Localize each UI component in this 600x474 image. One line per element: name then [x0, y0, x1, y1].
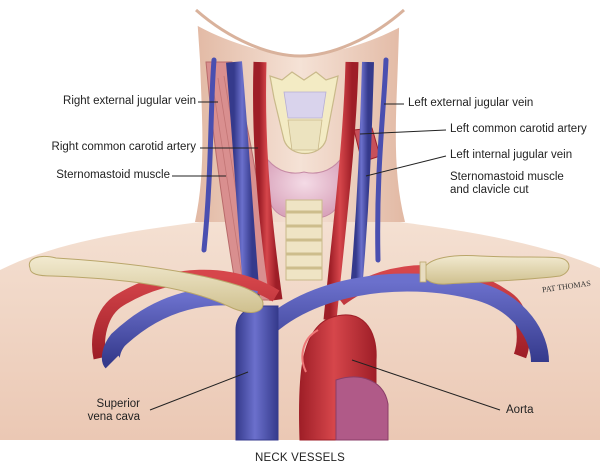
label-right-common-carotid-artery: Right common carotid artery	[51, 141, 196, 153]
chin-shadow	[160, 0, 440, 55]
label-sternomastoid-cut-line1: Sternomastoid muscle	[450, 171, 564, 183]
pulmonary-trunk	[335, 376, 389, 441]
trachea	[285, 199, 323, 281]
right-external-jugular-vein	[201, 57, 217, 253]
right-internal-jugular-vein	[226, 61, 260, 301]
left-internal-jugular-vein	[350, 61, 374, 291]
left-brachiocephalic-vein	[249, 273, 549, 363]
label-sternomastoid-muscle: Sternomastoid muscle	[56, 169, 170, 181]
left-external-jugular-vein	[375, 57, 389, 263]
label-superior-vena-cava-line1: Superior	[96, 398, 140, 410]
label-superior-vena-cava-line2: vena cava	[87, 411, 140, 423]
superior-vena-cava	[235, 305, 279, 441]
label-left-common-carotid-artery: Left common carotid artery	[450, 123, 587, 135]
label-sternomastoid-cut-line2: and clavicle cut	[450, 184, 529, 196]
left-clavicle	[422, 255, 570, 285]
leader-lines	[149, 101, 501, 411]
label-left-internal-jugular-vein: Left internal jugular vein	[450, 149, 573, 161]
left-common-carotid-artery	[323, 61, 359, 321]
right-clavicle	[28, 255, 264, 313]
right-subclavian-artery	[92, 269, 280, 360]
right-common-carotid-artery	[253, 61, 283, 301]
label-aorta: Aorta	[506, 404, 534, 416]
label-left-external-jugular-vein: Left external jugular vein	[408, 97, 534, 109]
label-right-external-jugular-vein: Right external jugular vein	[63, 95, 196, 107]
figure-caption: NECK VESSELS	[255, 452, 345, 464]
